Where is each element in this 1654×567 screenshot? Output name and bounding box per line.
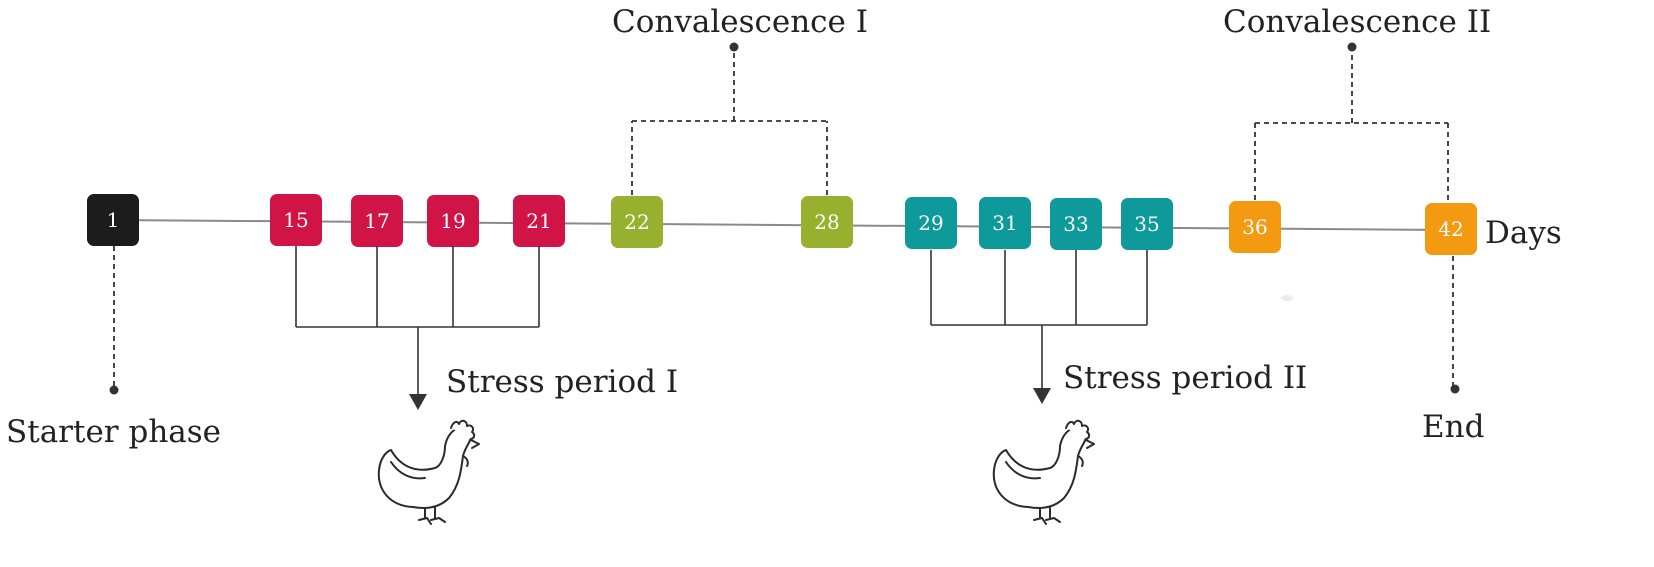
day-label: 35 [1134,212,1159,236]
day-label: 19 [440,209,465,233]
stress-period-1-label: Stress period I [446,364,678,400]
convalescence-2-connector [1254,42,1449,200]
starter-phase-label: Starter phase [6,414,221,450]
day-box-29: 29 [905,197,957,249]
day-box-35: 35 [1121,198,1173,250]
day-box-17: 17 [351,195,403,247]
day-box-fill [1050,198,1102,250]
day-label: 15 [283,208,308,232]
day-box-fill [1229,201,1281,253]
convalescence-1-connector [631,42,828,195]
chicken-icon [377,419,480,525]
day-box-15: 15 [270,194,322,246]
day-label: 17 [364,209,389,233]
days-axis-label: Days [1485,215,1562,251]
day-box-fill [1121,198,1173,250]
stress-period-2-label: Stress period II [1063,360,1307,396]
chicken-icon [992,419,1095,525]
day-box-fill [1425,203,1477,255]
day-box-28: 28 [801,196,853,248]
starter-connector [109,246,119,395]
timeline-axis [111,219,1451,231]
day-box-fill [87,194,139,246]
day-box-1: 1 [87,194,139,246]
end-label: End [1422,409,1484,445]
day-boxes: 1 15 17 19 21 22 28 29 31 33 35 36 42 [87,194,1477,255]
day-label: 33 [1063,212,1088,236]
decorative-mark [1280,295,1294,301]
day-label: 21 [526,209,551,233]
day-label: 36 [1242,215,1267,239]
day-box-22: 22 [611,196,663,248]
day-box-fill [513,195,565,247]
convalescence-2-label: Convalescence II [1223,4,1491,40]
convalescence-1-label: Convalescence I [612,4,868,40]
stress-period-2-bracket [930,250,1148,404]
stress-period-1-bracket [295,246,540,410]
day-box-fill [801,196,853,248]
day-box-fill [905,197,957,249]
day-box-33: 33 [1050,198,1102,250]
day-box-fill [351,195,403,247]
day-label: 31 [992,211,1017,235]
day-box-36: 36 [1229,201,1281,253]
day-box-fill [270,194,322,246]
day-box-21: 21 [513,195,565,247]
day-box-31: 31 [979,197,1031,249]
day-box-fill [979,197,1031,249]
day-box-42: 42 [1425,203,1477,255]
day-box-fill [427,195,479,247]
day-label: 28 [814,210,839,234]
day-box-19: 19 [427,195,479,247]
day-label: 29 [918,211,943,235]
end-connector [1450,256,1460,394]
day-box-fill [611,196,663,248]
day-label: 42 [1438,217,1463,241]
day-label: 1 [107,208,120,232]
day-label: 22 [624,210,649,234]
